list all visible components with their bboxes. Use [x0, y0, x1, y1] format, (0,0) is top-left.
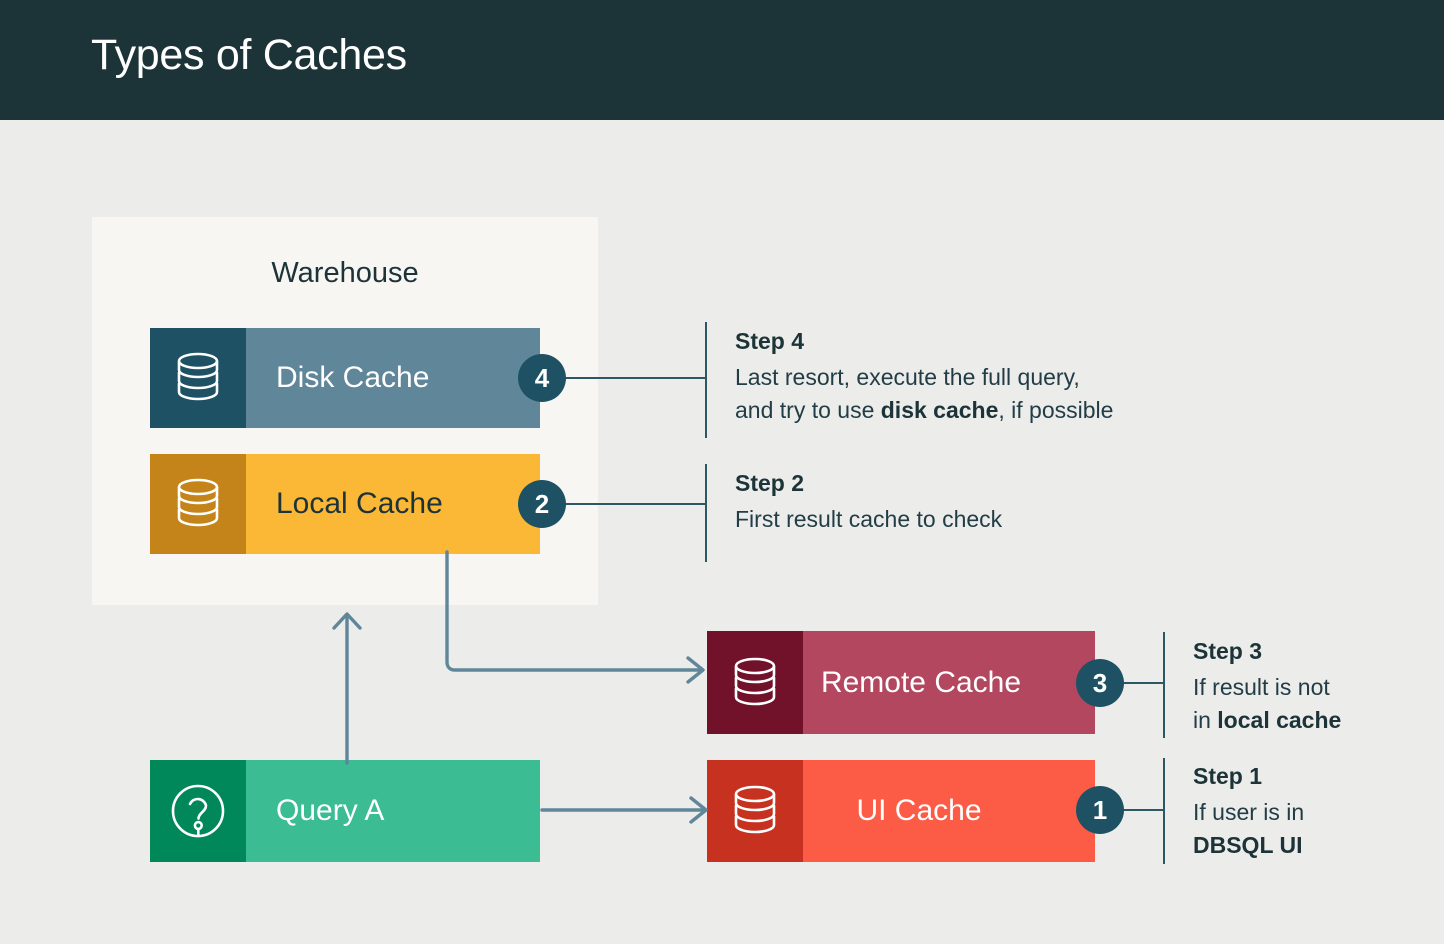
step-4-line1: Last resort, execute the full query,: [735, 363, 1080, 390]
step-badge-3[interactable]: 3: [1076, 659, 1124, 707]
page-header: Types of Caches: [0, 0, 1444, 120]
ui-cache-label: UI Cache: [803, 760, 1095, 862]
step-3-connector-line: [1118, 682, 1164, 684]
step-badge-4[interactable]: 4: [518, 354, 566, 402]
database-icon: [150, 328, 246, 428]
question-mark-circle-icon: [150, 760, 246, 862]
step-3-body: If result is not in local cache: [1193, 671, 1443, 737]
database-icon: [707, 760, 803, 862]
local-cache-node[interactable]: Local Cache: [150, 454, 540, 554]
disk-cache-label: Disk Cache: [246, 328, 540, 428]
step-4-bracket: [705, 322, 707, 438]
local-cache-label: Local Cache: [246, 454, 540, 554]
step-3-line1: If result is not: [1193, 673, 1330, 700]
step-3-title: Step 3: [1193, 638, 1263, 664]
diagram-canvas: Warehouse Disk Cache 4 Local Cache 2: [0, 120, 1444, 944]
step-4-line2-rest: , if possible: [998, 396, 1114, 423]
step-1-title: Step 1: [1193, 763, 1263, 789]
arrow-local-cache-to-remote-cache: [440, 550, 710, 684]
query-node[interactable]: Query A: [150, 760, 540, 862]
step-2-connector-line: [560, 503, 706, 505]
step-4-description: Step 4 Last resort, execute the full que…: [735, 327, 1255, 427]
step-4-title: Step 4: [735, 328, 805, 354]
step-1-bracket: [1163, 758, 1165, 864]
step-3-bracket: [1163, 632, 1165, 738]
step-3-line2-bold: local cache: [1217, 706, 1342, 733]
step-1-connector-line: [1118, 809, 1164, 811]
step-2-line1: First result cache to check: [735, 505, 1003, 532]
database-icon: [707, 631, 803, 734]
step-badge-1[interactable]: 1: [1076, 786, 1124, 834]
step-1-description: Step 1 If user is in DBSQL UI: [1193, 762, 1443, 862]
remote-cache-label: Remote Cache: [803, 631, 1095, 734]
step-3-description: Step 3 If result is not in local cache: [1193, 637, 1443, 737]
step-4-line2-pre: and try to use: [735, 396, 881, 423]
disk-cache-node[interactable]: Disk Cache: [150, 328, 540, 428]
database-icon: [150, 454, 246, 554]
ui-cache-node[interactable]: UI Cache: [707, 760, 1095, 862]
step-4-body: Last resort, execute the full query, and…: [735, 361, 1255, 427]
step-4-connector-line: [560, 377, 706, 379]
step-1-line1: If user is in: [1193, 798, 1305, 825]
step-2-bracket: [705, 464, 707, 562]
arrow-query-to-ui-cache: [540, 785, 715, 835]
page-title: Types of Caches: [91, 31, 407, 79]
remote-cache-node[interactable]: Remote Cache: [707, 631, 1095, 734]
step-2-body: First result cache to check: [735, 503, 1155, 536]
query-label: Query A: [246, 760, 540, 862]
step-4-line2-bold: disk cache: [880, 396, 999, 423]
arrow-query-to-warehouse: [322, 605, 372, 765]
warehouse-label: Warehouse: [271, 257, 419, 289]
step-2-description: Step 2 First result cache to check: [735, 469, 1155, 536]
step-1-body: If user is in DBSQL UI: [1193, 796, 1443, 862]
step-1-line2-bold: DBSQL UI: [1193, 831, 1303, 858]
step-3-line2-pre: in: [1193, 706, 1218, 733]
step-badge-2[interactable]: 2: [518, 480, 566, 528]
step-2-title: Step 2: [735, 470, 805, 496]
